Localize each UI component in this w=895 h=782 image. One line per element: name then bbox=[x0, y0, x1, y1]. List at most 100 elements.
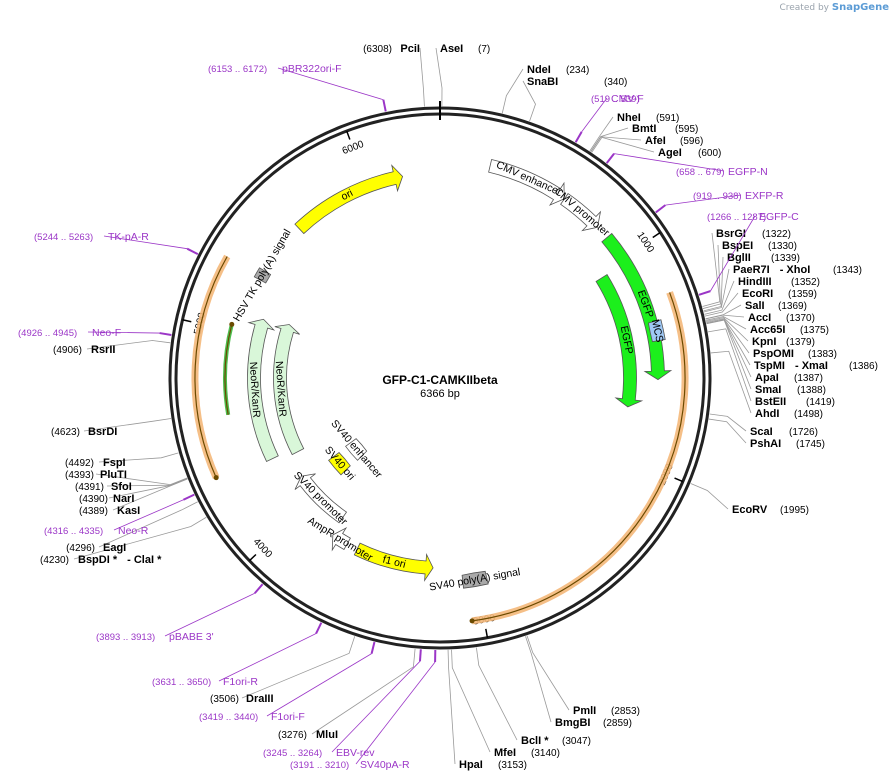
enzyme-site: PshAI (1745) bbox=[708, 418, 825, 450]
enzyme-site: BsrGI(1322) bbox=[702, 228, 791, 307]
primer-site: (3245 .. 3264)EBV-rev bbox=[263, 649, 422, 759]
primer-range: (3893 .. 3913) bbox=[96, 632, 155, 643]
primer-site: (3631 .. 3650) F1ori-R bbox=[152, 622, 323, 688]
enzyme-name: TspMI bbox=[754, 360, 785, 372]
tick-mark bbox=[345, 130, 351, 140]
enzyme-name: ApaI bbox=[755, 372, 779, 384]
enzyme-position: (4623) bbox=[51, 427, 80, 438]
enzyme-leader bbox=[591, 136, 655, 153]
enzyme-position: (4390) bbox=[79, 494, 108, 505]
feature-arrow bbox=[488, 159, 565, 206]
primer-site: (4926 .. 4945)Neo-F bbox=[18, 327, 172, 339]
enzyme-position: (1370) bbox=[786, 313, 815, 324]
primer-mark bbox=[159, 332, 172, 336]
enzyme-leader bbox=[73, 516, 207, 560]
enzyme-name: MluI bbox=[316, 729, 338, 741]
enzyme-position: (2859) bbox=[603, 718, 632, 729]
primer-range: (3419 .. 3440) bbox=[199, 712, 258, 723]
enzyme-name: SmaI bbox=[755, 384, 781, 396]
tick-mark bbox=[674, 477, 684, 483]
feature-label: HSV TK poly(A) signal bbox=[231, 227, 294, 323]
tick-label: 6000 bbox=[341, 139, 366, 157]
enzyme-name: BstEII bbox=[755, 396, 786, 408]
enzyme-name: HpaI bbox=[459, 759, 483, 771]
orf-arc-end bbox=[229, 321, 235, 327]
enzyme-leader bbox=[311, 648, 416, 735]
plasmid-length: 6366 bp bbox=[420, 388, 460, 400]
enzyme-name: MfeI bbox=[494, 747, 516, 759]
enzyme-name: Acc65I bbox=[750, 324, 785, 336]
enzyme-name: PshAI bbox=[750, 438, 781, 450]
feature-arrow bbox=[273, 324, 305, 456]
enzyme-name: EagI bbox=[103, 542, 126, 554]
feature-arrow bbox=[247, 318, 279, 463]
primer-range: (3631 .. 3650) bbox=[152, 677, 211, 688]
feature-arrow bbox=[601, 232, 673, 381]
primer-site: (6153 .. 6172)pBR322ori-F bbox=[208, 63, 387, 112]
feature-neor-kanr: NeoR/KanR bbox=[247, 318, 279, 463]
primer-leader bbox=[355, 661, 436, 765]
enzyme-position: (4230) bbox=[40, 555, 69, 566]
enzyme-site: BmgBI (2859) bbox=[525, 636, 632, 729]
enzyme-site: BspDI *- ClaI *(4230) bbox=[40, 516, 207, 566]
primer-leader bbox=[164, 592, 255, 637]
primer-range: (1266 .. 1287) bbox=[707, 212, 766, 223]
enzyme-position: (1745) bbox=[796, 439, 825, 450]
enzyme-position: (4389) bbox=[79, 506, 108, 517]
enzyme-leader bbox=[525, 636, 552, 723]
enzyme-position: (3276) bbox=[278, 730, 307, 741]
enzyme-leader bbox=[83, 418, 172, 432]
enzyme-position: (600) bbox=[698, 148, 721, 159]
feature-mcs: MCS bbox=[647, 318, 666, 344]
enzyme-name: BsrDI bbox=[88, 426, 117, 438]
primer-site: (1266 .. 1287)EGFP-C bbox=[698, 211, 799, 296]
feature-box bbox=[328, 452, 351, 476]
orf-arc-core bbox=[194, 256, 228, 478]
enzyme-name: BglII bbox=[727, 252, 751, 264]
enzyme-position: (1339) bbox=[771, 253, 800, 264]
feature-egfp: EGFP bbox=[595, 274, 644, 408]
enzyme-site: HpaI(3153) bbox=[447, 649, 527, 771]
enzyme-site: AseI(7) bbox=[435, 43, 490, 107]
enzyme-leader bbox=[95, 473, 188, 486]
enzyme-site: FspI(4492) bbox=[65, 452, 179, 469]
primer-name: F1ori-R bbox=[223, 676, 258, 688]
enzyme-position: (1498) bbox=[794, 409, 823, 420]
enzyme-name: NheI bbox=[617, 112, 641, 124]
enzyme-leader bbox=[706, 319, 751, 366]
tick-mark bbox=[182, 318, 192, 323]
enzyme-leader bbox=[706, 319, 752, 390]
primer-site: (919 .. 938)EXFP-R bbox=[655, 190, 784, 214]
primer-name: Neo-R bbox=[118, 525, 149, 537]
primer-name: SV40pA-R bbox=[360, 759, 410, 771]
enzyme-leader bbox=[705, 314, 745, 320]
enzyme-leader bbox=[526, 635, 570, 711]
enzyme-site: SnaBI(340) bbox=[522, 76, 627, 122]
enzyme-name: FspI bbox=[103, 457, 126, 469]
feature-label: ori bbox=[339, 187, 355, 203]
orf-arc-end bbox=[213, 475, 219, 481]
enzyme-site: EagI(4296) bbox=[66, 501, 198, 554]
enzyme-leader bbox=[704, 280, 735, 315]
primer-leader bbox=[266, 653, 372, 717]
feature-label: EGFP bbox=[618, 325, 635, 355]
primer-leader bbox=[665, 194, 742, 206]
enzyme-position: (595) bbox=[675, 124, 698, 135]
enzyme-name: AfeI bbox=[645, 135, 666, 147]
tick-mark bbox=[248, 553, 257, 562]
primer-name: EGFP-C bbox=[759, 211, 799, 223]
enzyme-name: BmgBI bbox=[555, 717, 590, 729]
enzyme-site: SmaI(1388) bbox=[706, 319, 826, 396]
enzyme-site: DraIII(3506) bbox=[210, 636, 356, 705]
enzyme-site: MfeI(3140) bbox=[451, 649, 560, 759]
enzyme-position: (1387) bbox=[794, 373, 823, 384]
primer-range: (4316 .. 4335) bbox=[44, 526, 103, 537]
enzyme-leader bbox=[707, 328, 752, 402]
primer-leader bbox=[710, 215, 756, 292]
enzyme-position: (1375) bbox=[800, 325, 829, 336]
enzyme-name: PciI bbox=[400, 43, 420, 55]
feature-box bbox=[461, 570, 489, 589]
enzyme-position: (1383) bbox=[808, 349, 837, 360]
enzyme-name: RsrII bbox=[91, 344, 115, 356]
